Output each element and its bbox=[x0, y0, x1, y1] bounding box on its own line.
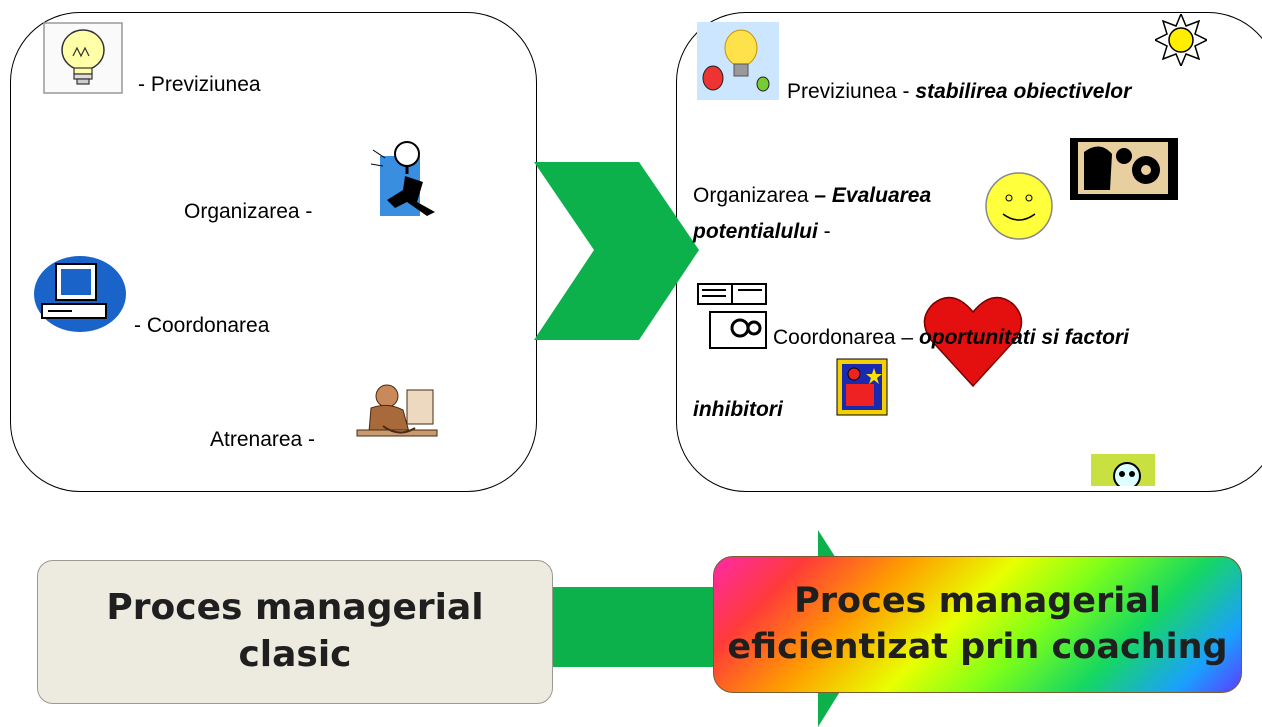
gears-icon bbox=[1070, 138, 1178, 200]
left-item-organizarea: Organizarea - bbox=[184, 200, 313, 223]
worker-at-desk-icon bbox=[353, 380, 443, 446]
sun-icon bbox=[1155, 14, 1207, 66]
smiley-icon bbox=[983, 170, 1055, 242]
classic-process-box: Proces managerial clasic bbox=[37, 560, 553, 704]
right-item-coordonarea: Coordonarea – oportunitati si factori bbox=[773, 326, 1129, 349]
person-idea-icon bbox=[365, 136, 450, 218]
chevron-arrow bbox=[534, 162, 699, 340]
left-item-previziunea: - Previziunea bbox=[138, 73, 261, 96]
classic-line-1: Proces managerial bbox=[106, 587, 484, 629]
face-icon bbox=[1091, 454, 1155, 486]
lightbulb-icon bbox=[43, 22, 123, 94]
left-item-atrenarea: Atrenarea - bbox=[210, 428, 316, 451]
right-item-organizarea: Organizarea – Evaluarea bbox=[693, 184, 932, 207]
computer-icon bbox=[34, 254, 126, 334]
heart-icon bbox=[923, 290, 1023, 390]
coaching-process-box: Proces managerial eficientizat prin coach… bbox=[713, 556, 1242, 693]
coaching-line-2: eficientizat prin coaching bbox=[727, 626, 1228, 667]
left-item-coordonarea: - Coordonarea bbox=[134, 314, 270, 337]
phone-stamp-icon bbox=[836, 358, 888, 416]
classic-line-2: clasic bbox=[238, 634, 352, 675]
idea-balloons-icon bbox=[697, 22, 779, 100]
right-item-coordonarea-cont: inhibitori bbox=[693, 398, 783, 421]
book-icon bbox=[696, 282, 776, 356]
coaching-line-1: Proces managerial bbox=[794, 581, 1161, 621]
right-item-previziunea: Previziunea - stabilirea obiectivelor bbox=[787, 80, 1132, 103]
right-item-organizarea-cont: potentialului - bbox=[693, 220, 831, 243]
